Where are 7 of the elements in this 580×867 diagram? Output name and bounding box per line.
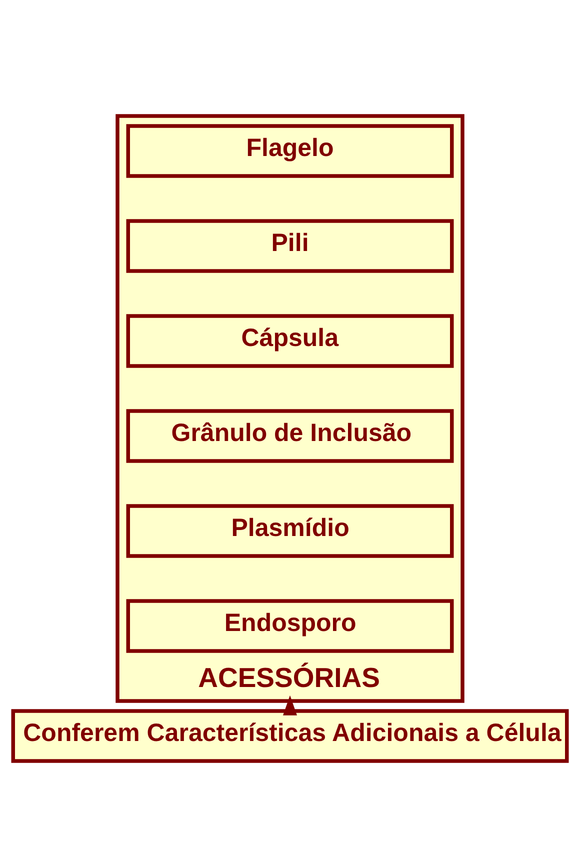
arrow [282,695,298,716]
node-box: Plasmídio [126,504,454,558]
node-box: Cápsula [126,314,454,368]
node-box: Grânulo de Inclusão [126,409,454,463]
node-box: Pili [126,219,454,273]
node-box: Endosporo [126,599,454,653]
node-box: Flagelo [126,124,454,178]
